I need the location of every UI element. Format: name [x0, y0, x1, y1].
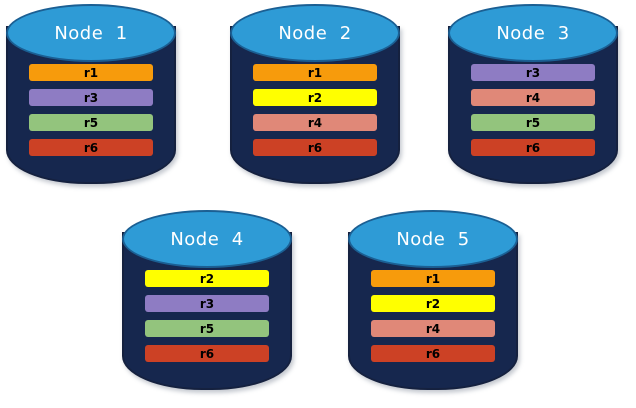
- replica-bar[interactable]: r5: [471, 114, 595, 131]
- replica-bar[interactable]: r6: [145, 345, 269, 362]
- cylinder-top-ellipse: [6, 4, 176, 62]
- replica-bar[interactable]: r4: [471, 89, 595, 106]
- replica-bar[interactable]: r1: [371, 270, 495, 287]
- replica-bar[interactable]: r2: [253, 89, 377, 106]
- cylinder-top-ellipse: [230, 4, 400, 62]
- replica-bar[interactable]: r4: [253, 114, 377, 131]
- cylinder-top-ellipse: [448, 4, 618, 62]
- replica-bar[interactable]: r2: [371, 295, 495, 312]
- cylinder-top-ellipse: [122, 210, 292, 268]
- replica-bar[interactable]: r5: [29, 114, 153, 131]
- replica-bar[interactable]: r1: [253, 64, 377, 81]
- replica-bar[interactable]: r6: [371, 345, 495, 362]
- replica-bar[interactable]: r6: [253, 139, 377, 156]
- replica-stack: r2 r3 r5 r6: [122, 270, 292, 362]
- replica-bar[interactable]: r4: [371, 320, 495, 337]
- replica-bar[interactable]: r3: [471, 64, 595, 81]
- replica-bar[interactable]: r5: [145, 320, 269, 337]
- cylinder-top-ellipse: [348, 210, 518, 268]
- replica-stack: r1 r2 r4 r6: [348, 270, 518, 362]
- replica-stack: r3 r4 r5 r6: [448, 64, 618, 156]
- replica-bar[interactable]: r3: [145, 295, 269, 312]
- replica-bar[interactable]: r2: [145, 270, 269, 287]
- replica-stack: r1 r3 r5 r6: [6, 64, 176, 156]
- replica-bar[interactable]: r1: [29, 64, 153, 81]
- replica-bar[interactable]: r6: [29, 139, 153, 156]
- replica-bar[interactable]: r3: [29, 89, 153, 106]
- replica-stack: r1 r2 r4 r6: [230, 64, 400, 156]
- replica-bar[interactable]: r6: [471, 139, 595, 156]
